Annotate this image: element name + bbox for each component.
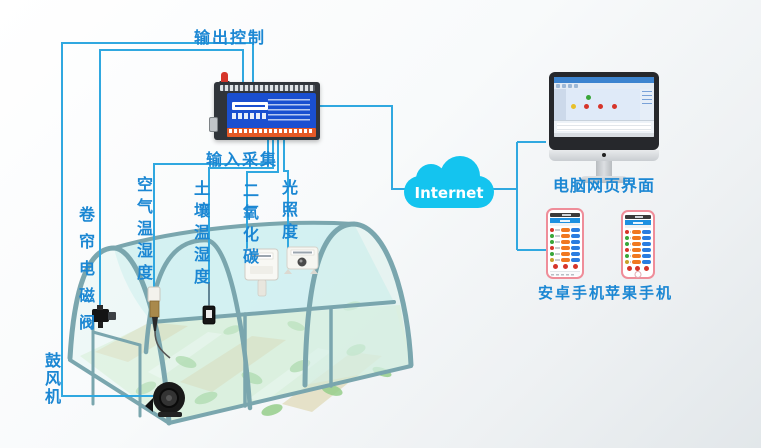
controller-model-text bbox=[232, 113, 268, 119]
wire-input-co2 bbox=[246, 136, 279, 250]
iphone-label: 苹果手机 bbox=[604, 284, 673, 302]
label-air-temp-humidity: 空气温湿度 bbox=[134, 176, 153, 286]
wire-input-air bbox=[153, 136, 269, 289]
phone-footer bbox=[550, 271, 580, 276]
phone-app-header bbox=[625, 220, 651, 225]
wires bbox=[61, 42, 546, 397]
serial-port bbox=[209, 117, 218, 132]
app-sidebar bbox=[554, 89, 566, 120]
wire-input-light bbox=[283, 136, 289, 249]
label-roller-shutter-solenoid-valve: 卷帘电磁阀 bbox=[76, 206, 95, 341]
phone-row-list bbox=[550, 227, 580, 262]
terminal-row-bottom bbox=[227, 128, 316, 137]
phone-sensor-row bbox=[550, 239, 580, 244]
phone-sensor-row bbox=[550, 251, 580, 256]
android-phone-label: 安卓手机 bbox=[537, 284, 606, 302]
wire-output-to-blower bbox=[61, 42, 254, 397]
phone-sensor-row bbox=[550, 227, 580, 232]
monitor-chin bbox=[549, 150, 659, 161]
floor-path-strip bbox=[180, 336, 286, 392]
label-soil-temp-humidity: 土壤温湿度 bbox=[191, 180, 210, 290]
bottom-rail-front bbox=[68, 358, 171, 425]
terminal-row-top bbox=[220, 85, 315, 91]
bottom-rail-side bbox=[167, 364, 413, 425]
wire-input-soil bbox=[208, 136, 274, 305]
blower-device bbox=[145, 382, 185, 417]
controller-brand-badge bbox=[232, 102, 268, 110]
monitor-bezel bbox=[549, 72, 659, 150]
phone-sensor-row bbox=[625, 235, 651, 240]
controller-body bbox=[209, 82, 320, 140]
app-statusbar bbox=[554, 133, 654, 137]
floor-light-strip bbox=[148, 332, 222, 378]
phone-statusbar bbox=[550, 213, 580, 217]
phone-app-header bbox=[550, 218, 580, 223]
status-dot-red bbox=[584, 104, 589, 109]
android-phone bbox=[546, 208, 584, 279]
phone-sensor-row bbox=[625, 247, 651, 252]
wire-output-to-solenoid bbox=[99, 49, 244, 310]
phone-column-header bbox=[550, 223, 580, 226]
controller-spec-text bbox=[268, 99, 310, 123]
phone-alarm-dots bbox=[550, 264, 580, 269]
ridge-rail bbox=[112, 220, 356, 250]
app-log-area bbox=[554, 120, 654, 133]
monitor-stand bbox=[596, 161, 612, 176]
phone-row-list bbox=[625, 229, 651, 264]
door-rail bbox=[91, 330, 142, 347]
soil-temp-humidity-sensor bbox=[202, 282, 216, 325]
phone-sensor-row bbox=[625, 241, 651, 246]
antenna-icon bbox=[221, 72, 228, 85]
phone-sensor-row bbox=[550, 245, 580, 250]
status-dot-red bbox=[598, 104, 603, 109]
cloud-body bbox=[404, 176, 494, 208]
controller-front-panel bbox=[227, 93, 316, 129]
air-temp-humidity-sensor bbox=[147, 286, 171, 359]
iphone bbox=[621, 210, 655, 279]
greenhouse bbox=[67, 220, 414, 426]
app-titlebar bbox=[554, 77, 654, 83]
pc-monitor bbox=[549, 72, 659, 183]
camera-dot bbox=[602, 153, 606, 157]
internet-cloud: Internet bbox=[404, 156, 494, 208]
internet-label: Internet bbox=[414, 184, 484, 202]
phone-sensor-row bbox=[625, 229, 651, 234]
app-right-panel bbox=[640, 89, 654, 120]
solenoid-valve-device bbox=[92, 305, 116, 328]
co2-sensor bbox=[244, 248, 279, 297]
phone-alarm-dots bbox=[625, 266, 651, 271]
app-canvas bbox=[566, 89, 640, 120]
monitor-screen bbox=[554, 77, 654, 137]
eave-rail bbox=[150, 300, 396, 324]
pc-web-interface-label: 电脑网页界面 bbox=[552, 176, 655, 195]
wire-controller-to-internet bbox=[318, 105, 407, 190]
phone-sensor-row bbox=[625, 259, 651, 264]
label-light-intensity: 光照度 bbox=[279, 179, 298, 245]
phone-statusbar bbox=[625, 215, 651, 219]
phone-sensor-row bbox=[550, 233, 580, 238]
light-sensor bbox=[284, 246, 319, 274]
app-toolbar bbox=[554, 83, 654, 89]
label-blower: 鼓风机 bbox=[42, 352, 61, 406]
input-collection-label: 输入采集 bbox=[206, 150, 279, 169]
phone-sensor-row bbox=[550, 257, 580, 262]
phone-column-header bbox=[625, 225, 651, 228]
monitor-base bbox=[581, 176, 627, 183]
label-carbon-dioxide: 二氧化碳 bbox=[240, 182, 259, 270]
status-dot-red bbox=[612, 104, 617, 109]
home-button bbox=[634, 271, 642, 278]
output-control-label: 输出控制 bbox=[194, 28, 267, 47]
status-dot-yellow bbox=[571, 104, 576, 109]
iot-controller-module bbox=[209, 72, 320, 140]
status-dot-green bbox=[586, 95, 591, 100]
phone-sensor-row bbox=[625, 253, 651, 258]
